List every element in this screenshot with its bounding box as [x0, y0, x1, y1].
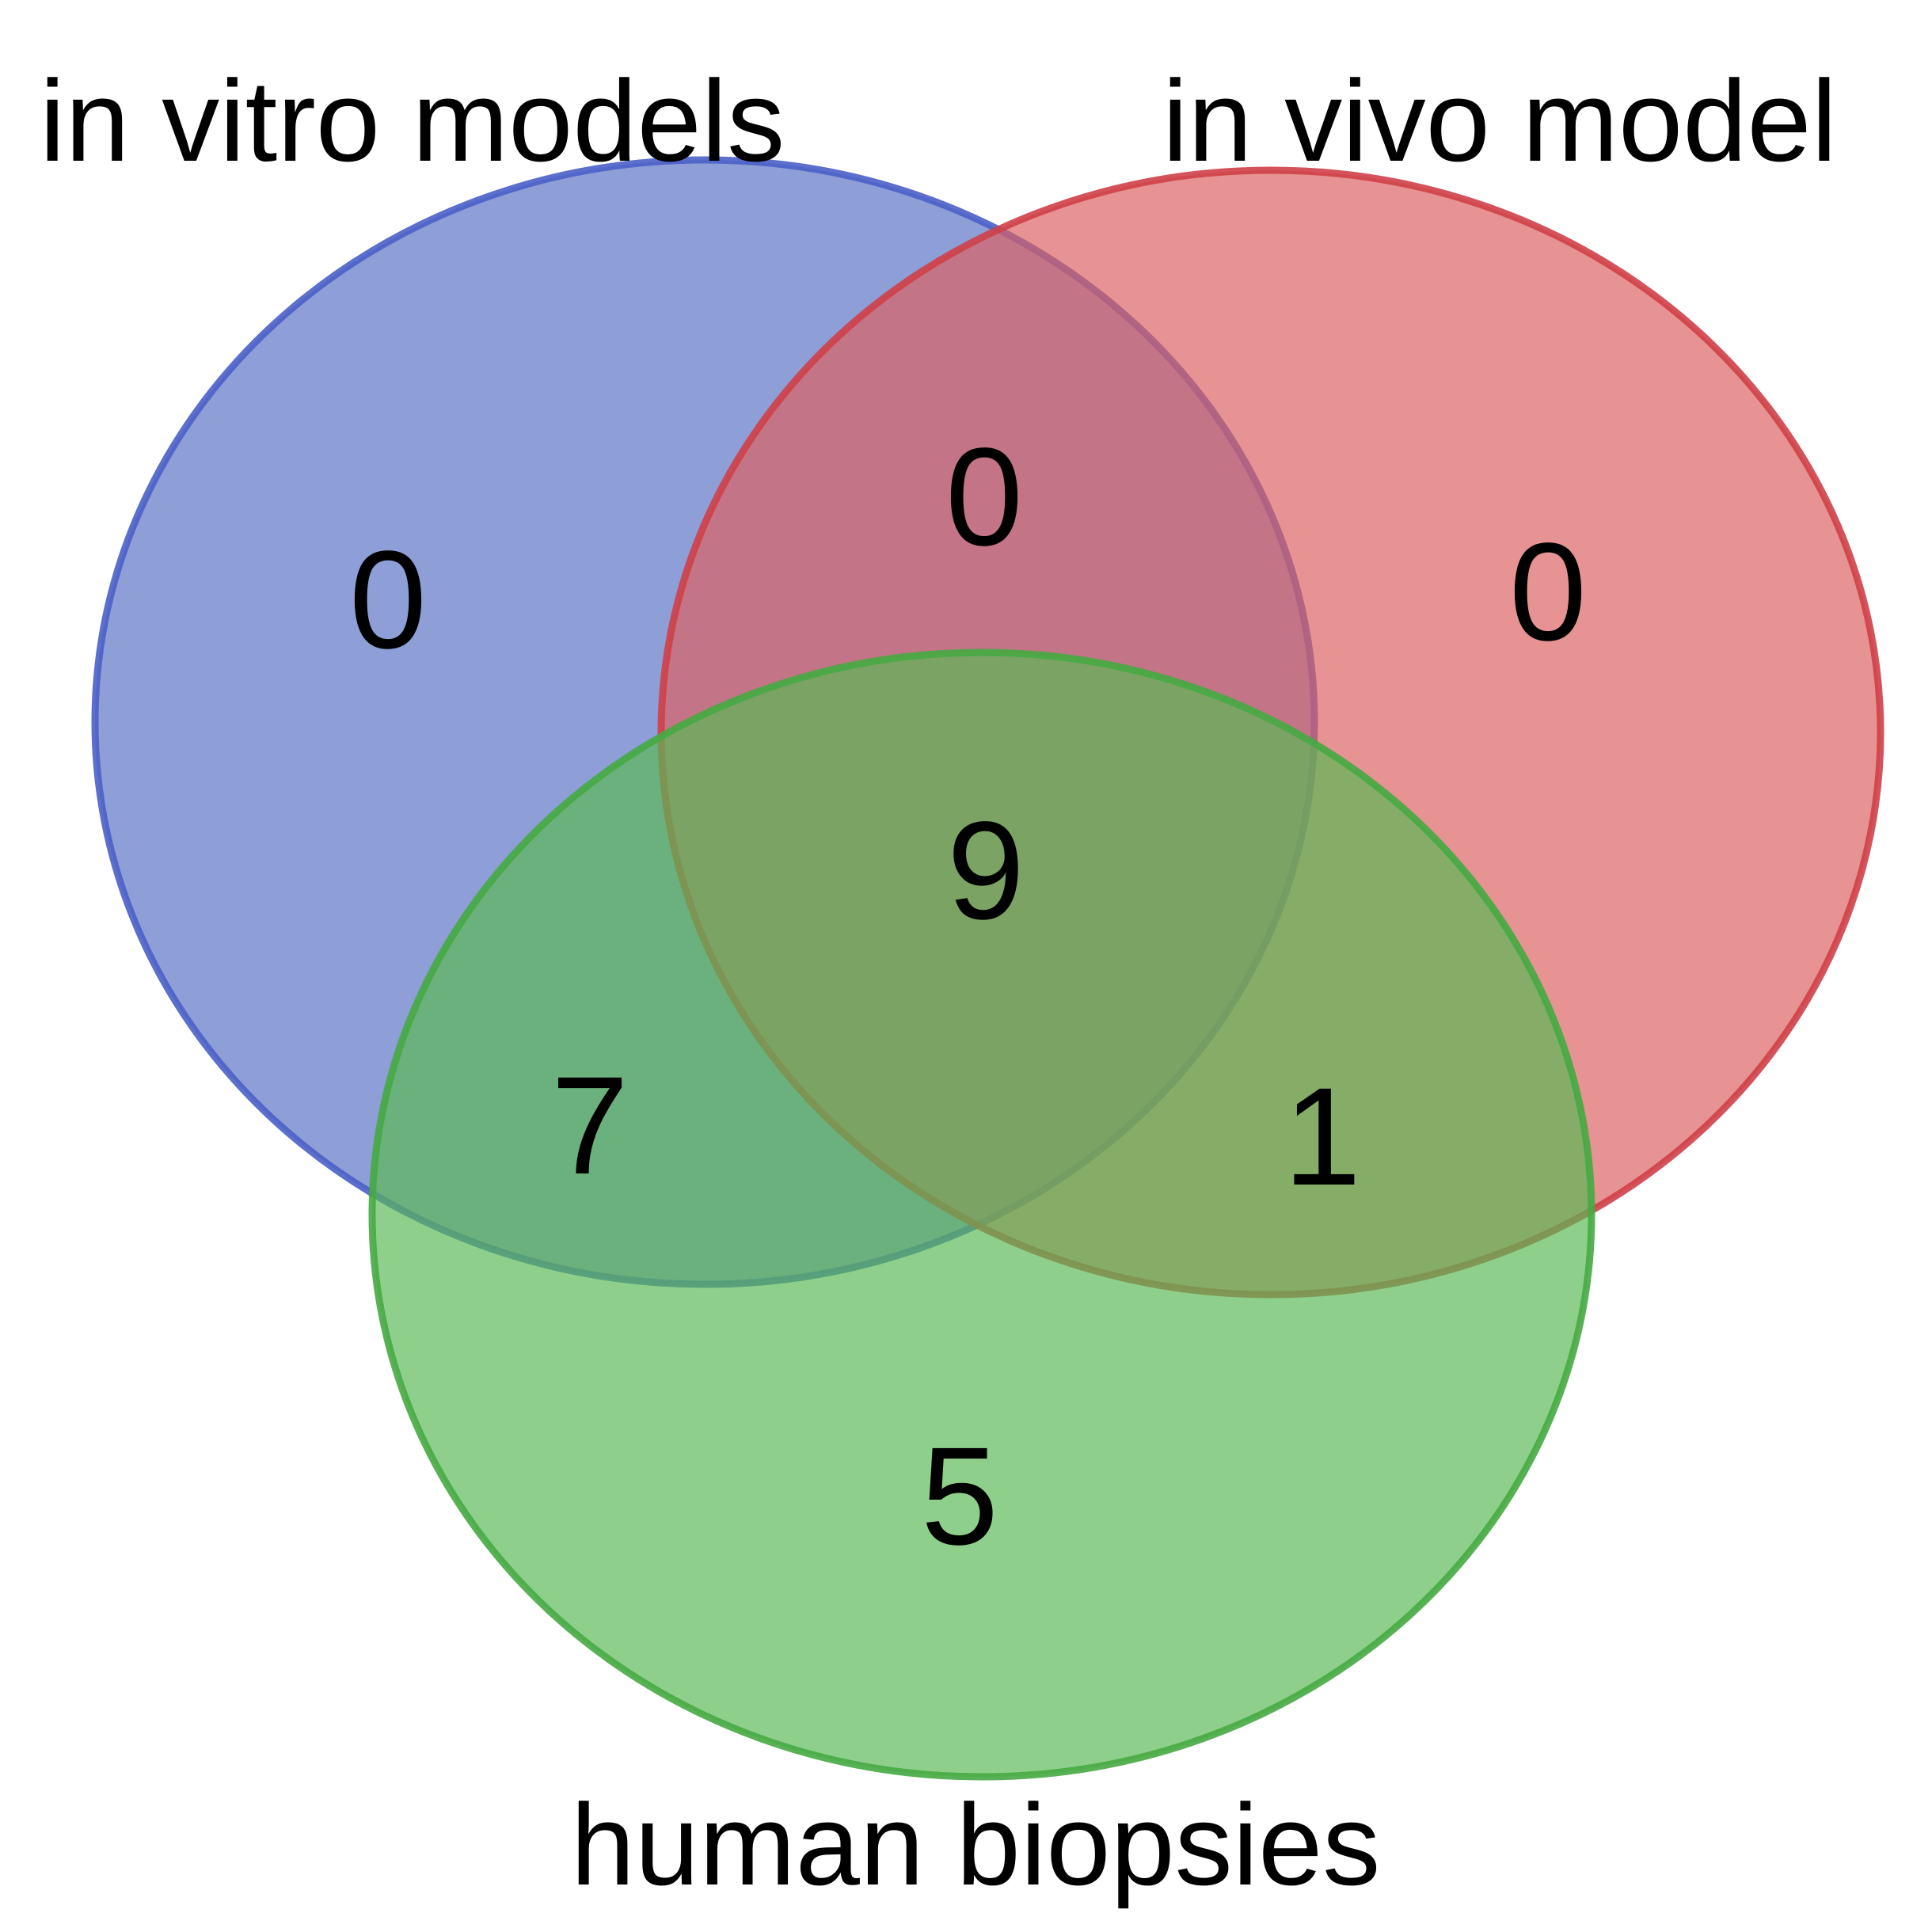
- region-counts: 0 0 0 9 7 1 5: [349, 420, 1587, 1574]
- count-in-vitro-only: 0: [349, 523, 427, 678]
- set-labels: in vitro models in vivo model human biop…: [40, 56, 1837, 1909]
- circle-human-biopsies: [368, 648, 1595, 1781]
- count-in-vivo-and-human: 1: [1284, 1059, 1361, 1215]
- label-in-vivo-model: in vivo model: [1162, 56, 1837, 185]
- count-in-vitro-and-human: 7: [551, 1048, 629, 1204]
- count-human-only: 5: [921, 1419, 998, 1574]
- venn-circles: [91, 156, 1884, 1781]
- label-human-biopsies: human biopsies: [571, 1780, 1381, 1909]
- count-all-three: 9: [947, 793, 1025, 949]
- label-in-vitro-models: in vitro models: [40, 56, 785, 185]
- count-in-vivo-only: 0: [1509, 515, 1587, 670]
- count-in-vitro-and-in-vivo: 0: [945, 420, 1023, 575]
